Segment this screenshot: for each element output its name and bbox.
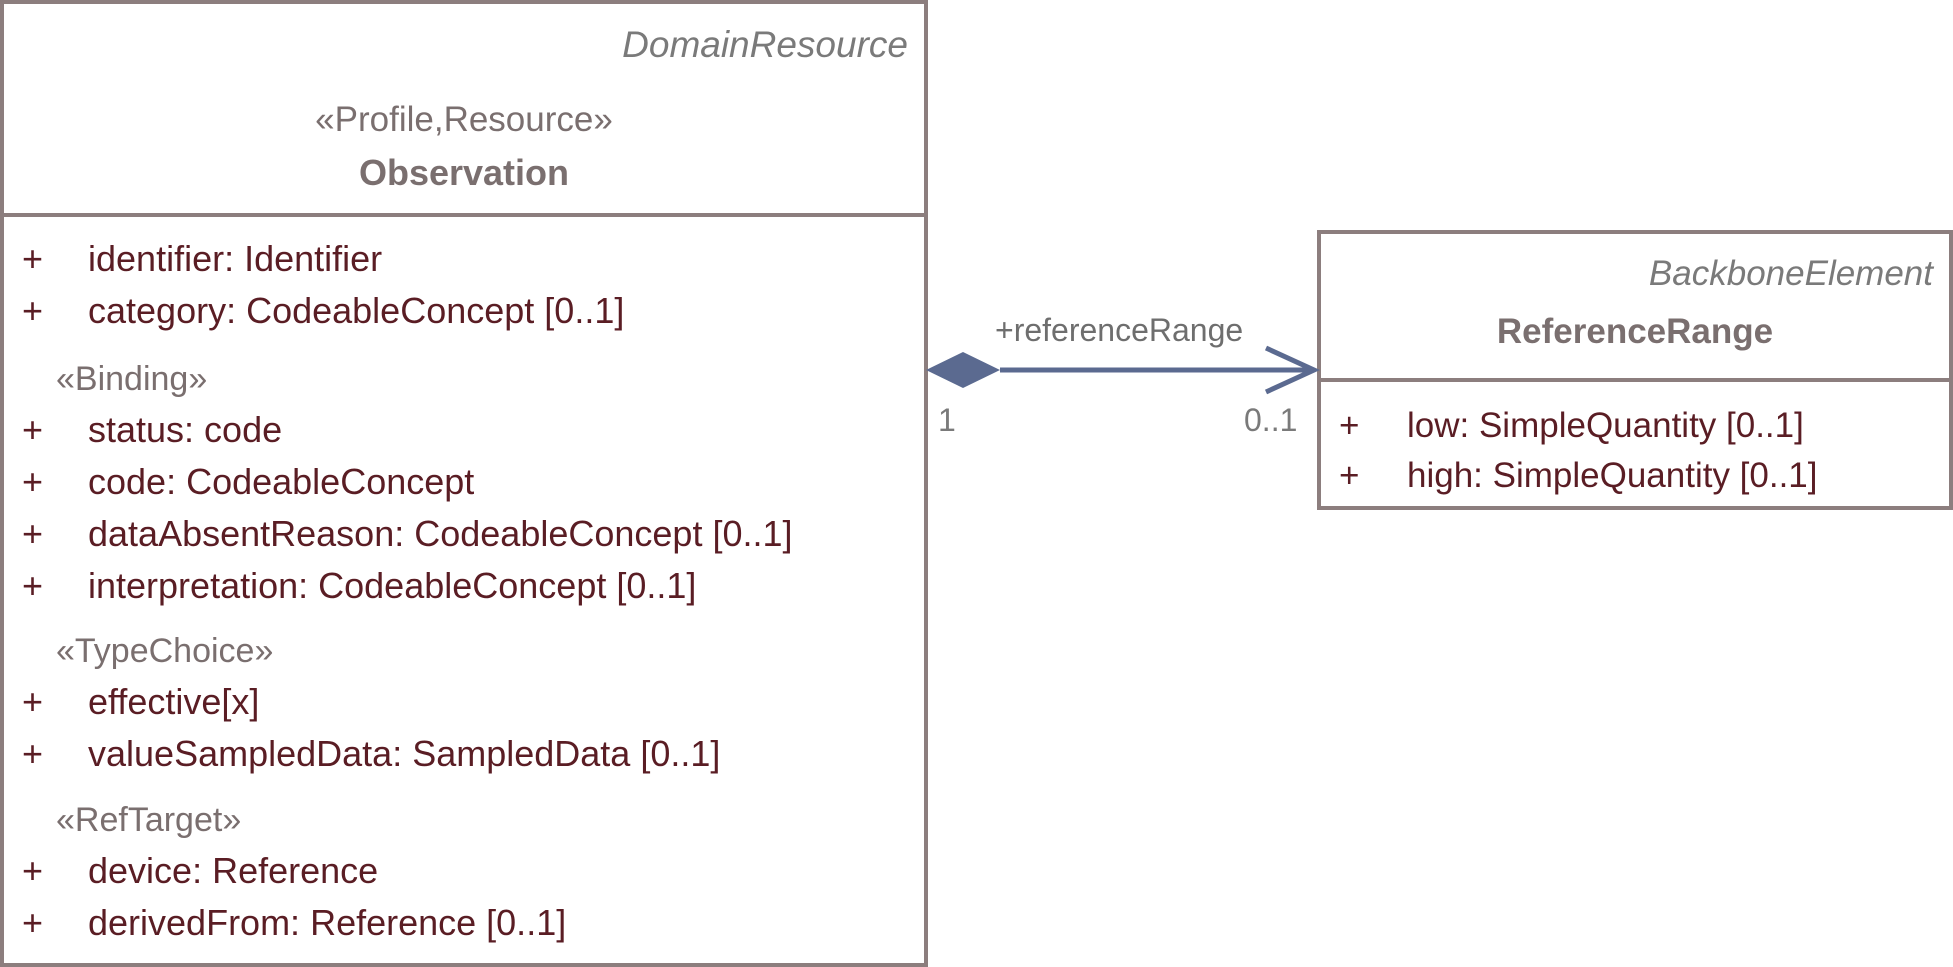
attribute-data-absent-reason: + dataAbsentReason: CodeableConcept [0..… bbox=[4, 508, 924, 560]
reftarget-stereotype-label: «RefTarget» bbox=[56, 801, 242, 839]
target-multiplicity: 0..1 bbox=[1244, 402, 1298, 438]
binding-stereotype-label: «Binding» bbox=[56, 360, 208, 398]
attribute-high: + high: SimpleQuantity [0..1] bbox=[1321, 451, 1949, 503]
observation-class-header: DomainResource «Profile,Resource» Observ… bbox=[4, 4, 924, 217]
attribute-code: + code: CodeableConcept bbox=[4, 456, 924, 508]
visibility-public: + bbox=[22, 513, 44, 554]
visibility-public: + bbox=[22, 290, 44, 331]
reference-range-class-name: ReferenceRange bbox=[1496, 312, 1774, 351]
attribute-value-sampled-data: + valueSampledData: SampledData [0..1] bbox=[4, 728, 924, 780]
attribute-text: device: Reference bbox=[88, 850, 379, 891]
observation-stereotype: «Profile,Resource» bbox=[315, 100, 613, 139]
visibility-public: + bbox=[22, 681, 44, 722]
attribute-text: effective[x] bbox=[88, 681, 260, 722]
attribute-device: + device: Reference bbox=[4, 845, 924, 897]
attribute-derived-from: + derivedFrom: Reference [0..1] bbox=[4, 897, 924, 949]
reference-range-class-header: BackboneElement ReferenceRange bbox=[1321, 234, 1949, 382]
typechoice-stereotype-label: «TypeChoice» bbox=[56, 632, 274, 670]
composition-diamond-icon bbox=[926, 352, 1000, 388]
visibility-public: + bbox=[22, 461, 44, 502]
visibility-public: + bbox=[22, 733, 44, 774]
reference-range-class[interactable]: BackboneElement ReferenceRange + low: Si… bbox=[1317, 230, 1953, 510]
attribute-text: dataAbsentReason: CodeableConcept [0..1] bbox=[88, 513, 793, 554]
attribute-text: valueSampledData: SampledData [0..1] bbox=[88, 733, 721, 774]
source-multiplicity: 1 bbox=[938, 402, 956, 438]
visibility-public: + bbox=[22, 902, 44, 943]
attribute-text: derivedFrom: Reference [0..1] bbox=[88, 902, 567, 943]
visibility-public: + bbox=[22, 850, 44, 891]
attribute-interpretation: + interpretation: CodeableConcept [0..1] bbox=[4, 560, 924, 612]
attribute-text: low: SimpleQuantity [0..1] bbox=[1407, 406, 1804, 445]
observation-class-name: Observation bbox=[358, 152, 570, 193]
attribute-text: interpretation: CodeableConcept [0..1] bbox=[88, 565, 697, 606]
attribute-identifier: + identifier: Identifier bbox=[4, 233, 924, 285]
navigability-arrow-icon bbox=[1264, 345, 1321, 395]
attribute-status: + status: code bbox=[4, 404, 924, 456]
association-role-label: +referenceRange bbox=[995, 312, 1244, 348]
attribute-text: code: CodeableConcept bbox=[88, 461, 475, 502]
observation-parent-label: DomainResource bbox=[622, 24, 908, 65]
visibility-public: + bbox=[22, 409, 44, 450]
observation-class[interactable]: DomainResource «Profile,Resource» Observ… bbox=[0, 0, 928, 967]
visibility-public: + bbox=[1339, 406, 1360, 445]
visibility-public: + bbox=[22, 238, 44, 279]
composition-association[interactable] bbox=[926, 345, 1321, 395]
visibility-public: + bbox=[1339, 456, 1360, 495]
attribute-text: high: SimpleQuantity [0..1] bbox=[1407, 456, 1818, 495]
attribute-effective: + effective[x] bbox=[4, 676, 924, 728]
attribute-text: identifier: Identifier bbox=[88, 238, 383, 279]
attribute-category: + category: CodeableConcept [0..1] bbox=[4, 285, 924, 337]
reference-range-parent-label: BackboneElement bbox=[1648, 254, 1933, 293]
visibility-public: + bbox=[22, 565, 44, 606]
attribute-low: + low: SimpleQuantity [0..1] bbox=[1321, 401, 1949, 453]
attribute-text: status: code bbox=[88, 409, 283, 450]
attribute-text: category: CodeableConcept [0..1] bbox=[88, 290, 625, 331]
